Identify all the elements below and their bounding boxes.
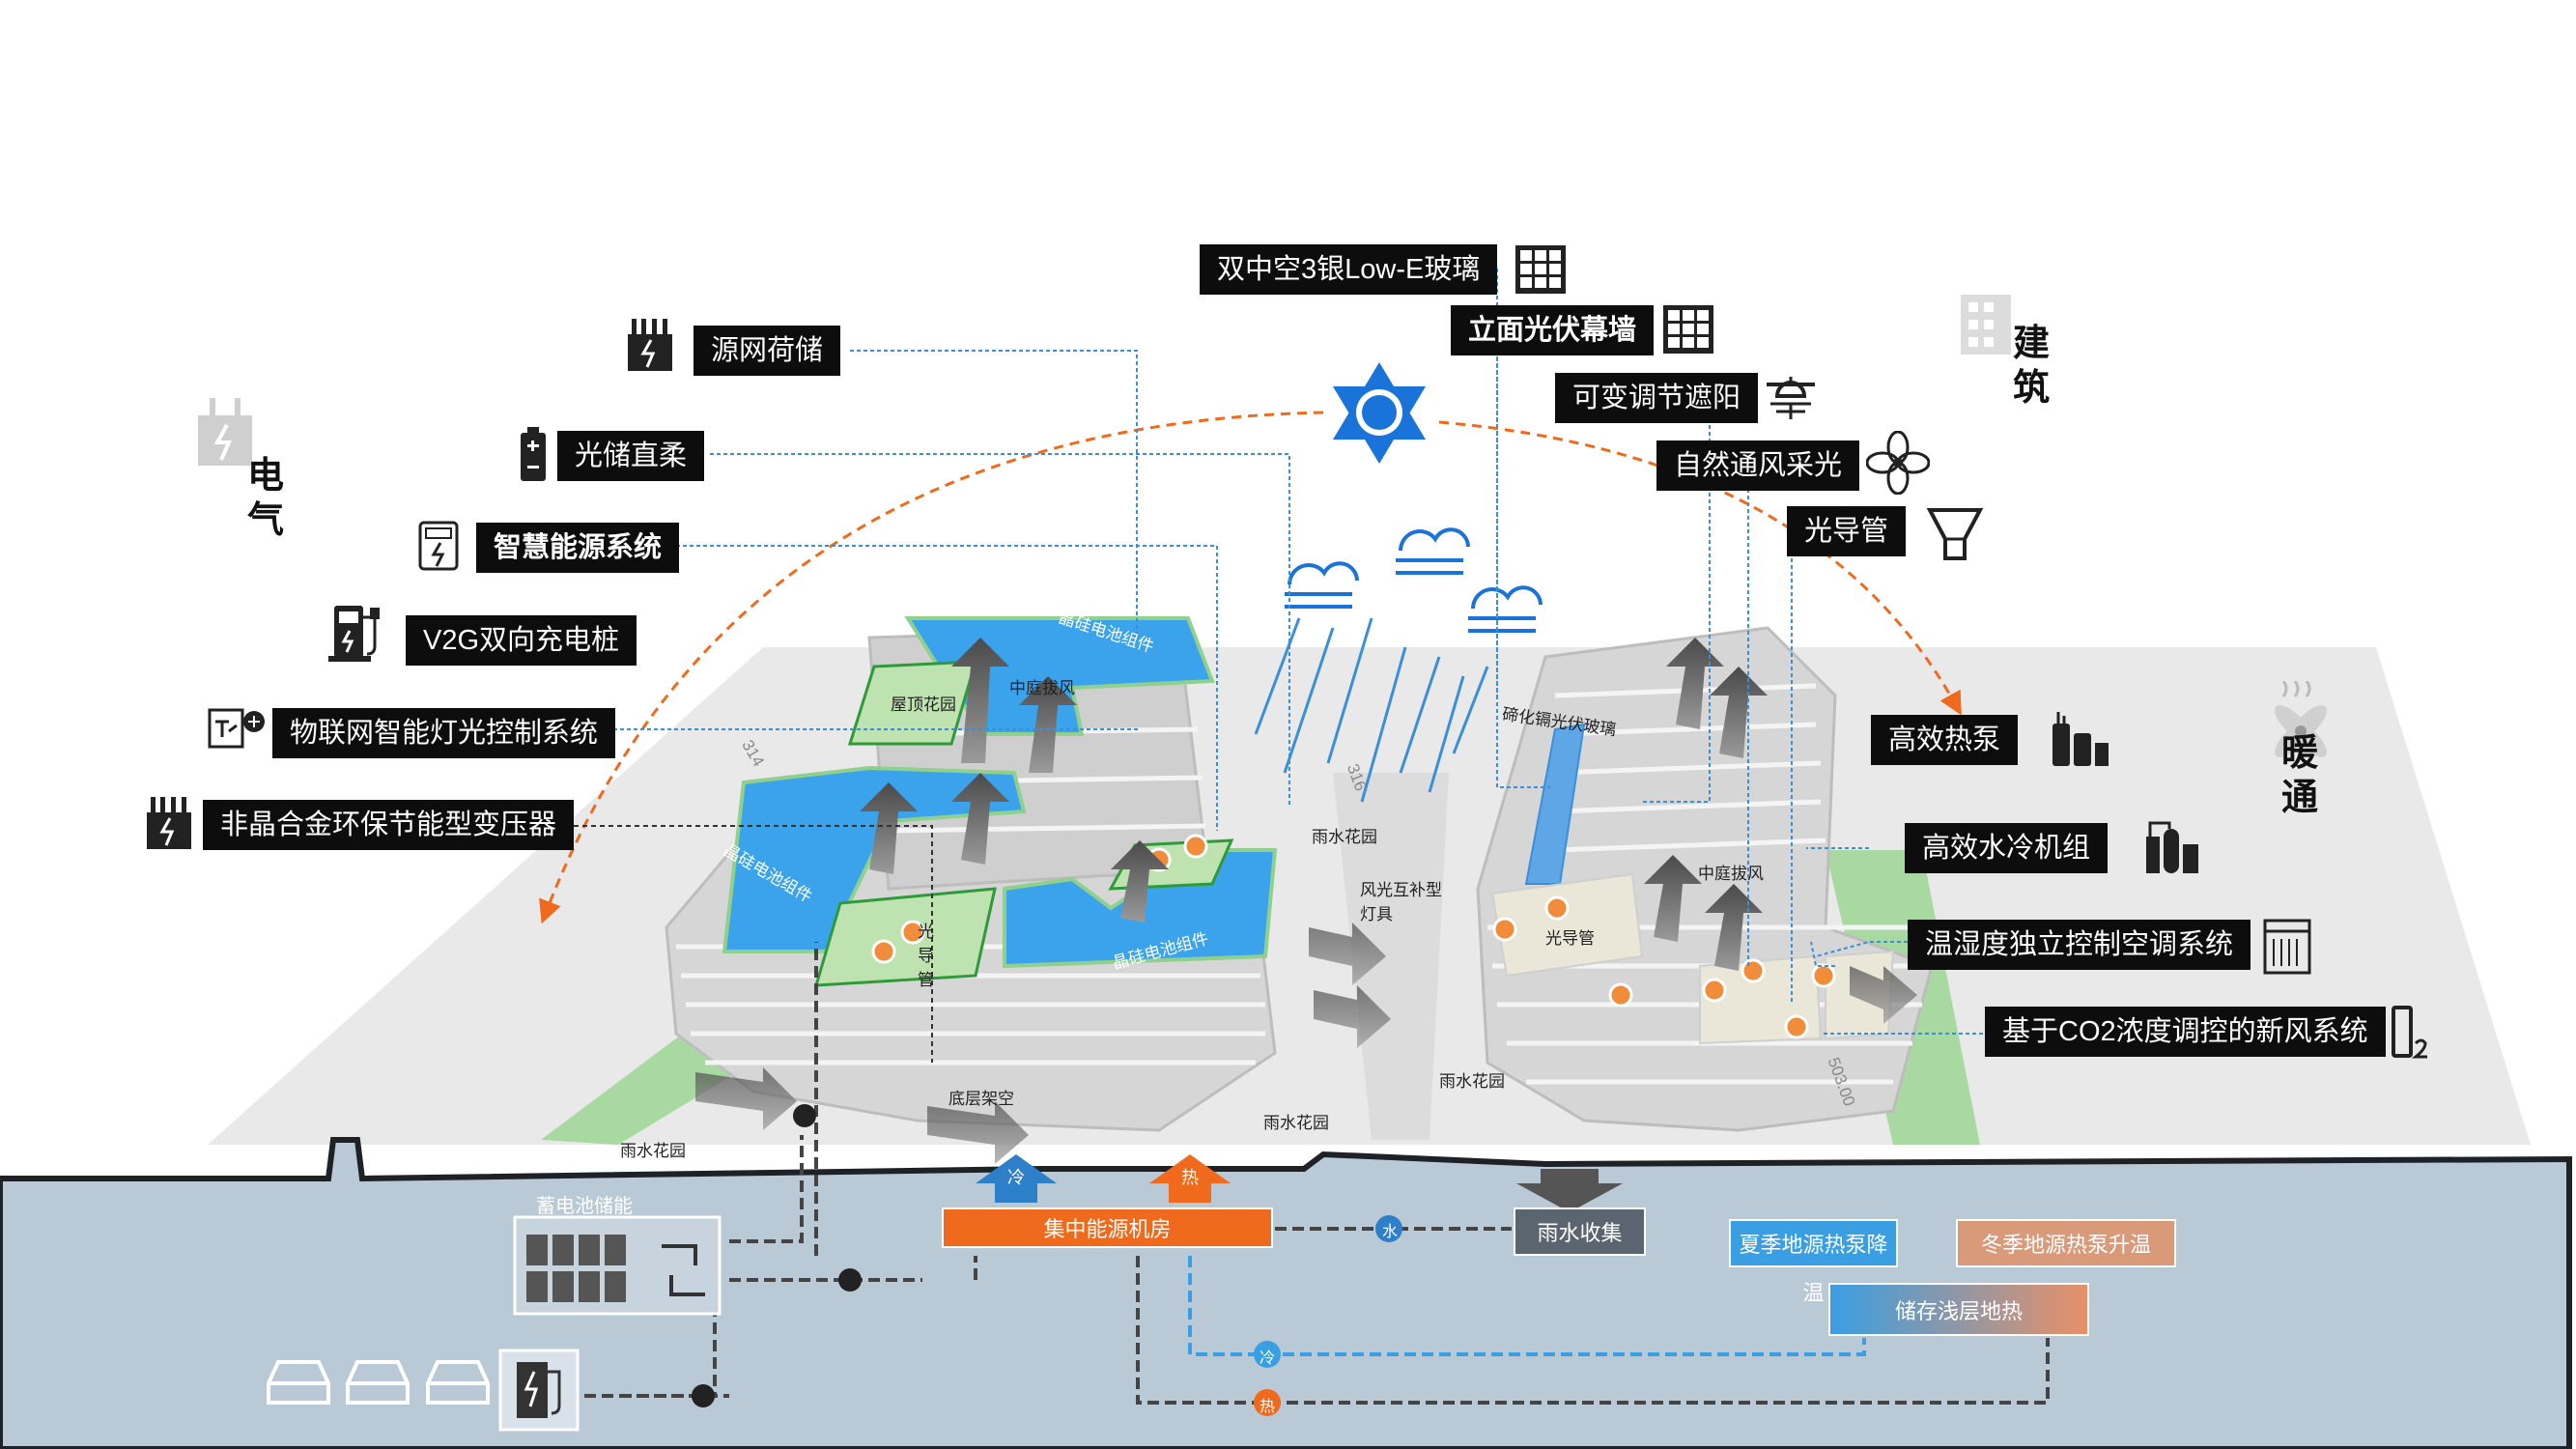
cold-supply-badge: 冷 xyxy=(1007,1168,1025,1187)
electrical-plug-icon xyxy=(198,396,256,469)
sun-icon xyxy=(1333,362,1426,464)
label-natural-ventilation: 自然通风采光 xyxy=(1656,440,1860,491)
atrium-label-2: 中庭拔风 xyxy=(1698,865,1764,883)
shading-icon xyxy=(1763,375,1819,423)
wind-solar-lamp-label: 风光互补型灯具 xyxy=(1360,881,1442,923)
category-building: 建 筑 xyxy=(2012,324,2050,409)
pipe-power-badges xyxy=(692,1104,862,1407)
chiller-icon xyxy=(2142,819,2202,875)
winter-heat-pump-box: 冬季地源热泵升温 xyxy=(1956,1219,2176,1267)
pipe-flow-badges xyxy=(1254,1215,1402,1416)
roof-garden-label: 屋顶花园 xyxy=(891,696,956,714)
ac-unit-icon xyxy=(2262,918,2312,976)
rain-collection-box: 雨水收集 xyxy=(1514,1208,1646,1256)
light-pipe-dots xyxy=(871,834,1836,1039)
label-chiller: 高效水冷机组 xyxy=(1905,823,2109,873)
light-pipe-label-1: 光导管 xyxy=(918,923,934,989)
light-pipe-label-2: 光导管 xyxy=(1545,929,1595,948)
leader-lines-dark xyxy=(565,825,933,1063)
label-adjustable-shading: 可变调节遮阳 xyxy=(1555,373,1759,423)
label-smart-energy: 智慧能源系统 xyxy=(476,523,680,573)
label-temp-humidity: 温湿度独立控制空调系统 xyxy=(1908,920,2251,970)
label-heat-pump: 高效热泵 xyxy=(1871,715,2019,765)
sun-arc-left xyxy=(539,411,1324,924)
grid-window-icon xyxy=(1514,243,1568,296)
label-pv-storage-dc: 光储直柔 xyxy=(557,431,705,481)
category-electrical: 电 气 xyxy=(246,456,284,541)
light-pipe-icon xyxy=(1926,506,1984,562)
label-amorphous-transformer: 非晶合金环保节能型变压器 xyxy=(203,800,575,850)
transformer-icon xyxy=(626,317,674,373)
label-light-pipe: 光导管 xyxy=(1787,506,1907,556)
transformer-icon xyxy=(145,795,193,851)
charger-icon xyxy=(328,604,396,664)
atrium-label-1: 中庭拔风 xyxy=(1009,679,1075,697)
energy-center-box: 集中能源机房 xyxy=(942,1208,1273,1248)
category-hvac: 暖 通 xyxy=(2280,733,2318,818)
shallow-geothermal-box: 储存浅层地热 xyxy=(1828,1283,2089,1336)
rain-lines xyxy=(1254,617,1489,803)
label-v2g-charger: V2G双向充电桩 xyxy=(406,615,637,666)
fan-icon xyxy=(1865,430,1931,496)
heat-pump-icon xyxy=(2051,710,2110,768)
battery-storage-block xyxy=(513,1215,722,1316)
rain-garden-label-4: 雨水花园 xyxy=(1439,1072,1505,1091)
airflow-arrows xyxy=(695,638,1917,1164)
water-badge: 水 xyxy=(1382,1224,1399,1240)
label-double-glazing: 双中空3银Low-E玻璃 xyxy=(1200,244,1498,295)
building-icon xyxy=(1961,295,2019,355)
supply-arrows xyxy=(976,1154,1623,1212)
rain-garden-label-3: 雨水花园 xyxy=(1312,828,1377,846)
battery-icon xyxy=(519,427,548,483)
grid-window-icon xyxy=(1661,303,1715,355)
summer-heat-pump-box: 夏季地源热泵降温 xyxy=(1729,1219,1898,1305)
sun-arc-right xyxy=(1438,420,1962,716)
parked-cars xyxy=(267,1360,490,1405)
rain-garden-label-2: 雨水花园 xyxy=(1263,1114,1329,1132)
heat-supply-badge: 热 xyxy=(1181,1168,1199,1187)
label-pv-curtain-wall: 立面光伏幕墙 xyxy=(1451,305,1655,355)
ev-charger-icon xyxy=(498,1349,580,1432)
meter-icon xyxy=(417,520,461,572)
battery-storage-label: 蓄电池储能 xyxy=(536,1196,633,1217)
pipe-cold-badge: 冷 xyxy=(1260,1350,1276,1367)
label-grid-load-storage: 源网荷储 xyxy=(694,326,841,376)
fan-heating-icon xyxy=(2270,680,2335,758)
pipe-heat-badge: 热 xyxy=(1260,1399,1276,1415)
co2-icon xyxy=(2391,1005,2429,1061)
light-control-icon xyxy=(208,708,268,751)
rain-garden-label-1: 雨水花园 xyxy=(620,1142,686,1160)
label-iot-lighting: 物联网智能灯光控制系统 xyxy=(272,708,616,758)
label-co2-ventilation: 基于CO2浓度调控的新风系统 xyxy=(1985,1007,2386,1057)
ground-stilts-label: 底层架空 xyxy=(948,1090,1014,1108)
clouds xyxy=(1285,527,1543,633)
